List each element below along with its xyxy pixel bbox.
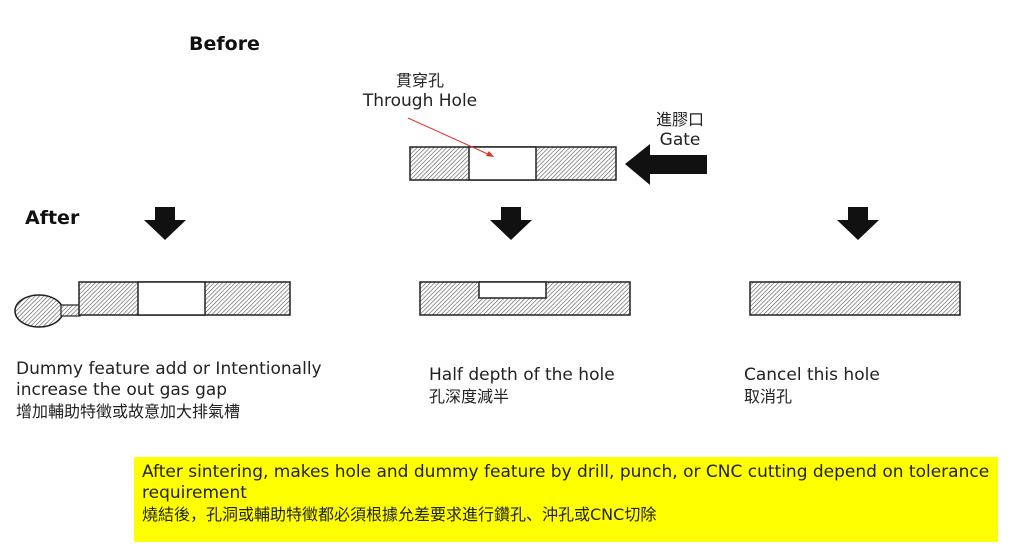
dummy-neck (60, 304, 81, 317)
process-note-cn: 燒結後，孔洞或輔助特徵都必須根據允差要求進行鑽孔、沖孔或CNC切除 (142, 505, 657, 524)
option-half-depth-en: Half depth of the hole (429, 365, 615, 385)
option-dummy-cn: 增加輔助特徵或故意加大排氣槽 (16, 402, 241, 421)
option-cancel-en: Cancel this hole (744, 365, 880, 385)
gate-label-en: Gate (659, 130, 701, 150)
down-arrow-left (144, 207, 186, 240)
down-arrow-middle (490, 207, 532, 240)
through-hole-label: 貫穿孔 Through Hole (340, 70, 500, 112)
option-dummy-en-1: Dummy feature add or Intentionally (16, 359, 322, 379)
after-bar-3 (749, 281, 961, 316)
option-cancel-cn: 取消孔 (744, 387, 793, 406)
through-hole-label-en: Through Hole (362, 91, 478, 111)
option-half-depth-cn: 孔深度減半 (429, 387, 510, 406)
option-cancel-caption: Cancel this hole 取消孔 (744, 365, 984, 407)
through-hole (468, 146, 537, 181)
process-note: After sintering, makes hole and dummy fe… (134, 457, 998, 542)
after-heading: After (25, 207, 80, 229)
gate-label: 進膠口 Gate (640, 109, 720, 151)
through-hole-label-cn: 貫穿孔 (395, 71, 444, 90)
option-dummy-caption: Dummy feature add or Intentionally incre… (16, 359, 376, 422)
gate-label-cn: 進膠口 (655, 110, 704, 129)
half-depth-hole (478, 281, 547, 299)
option-dummy-en-2: increase the out gas gap (16, 380, 228, 400)
dummy-feature (14, 294, 64, 328)
through-hole-pointer (407, 117, 494, 157)
option-half-depth-caption: Half depth of the hole 孔深度減半 (429, 365, 689, 407)
process-note-en: After sintering, makes hole and dummy fe… (142, 462, 990, 503)
through-hole-kept (137, 281, 206, 316)
after-part-half-depth (419, 281, 631, 316)
before-part (409, 146, 617, 181)
after-part-dummy (14, 281, 291, 328)
down-arrow-right (837, 207, 879, 240)
gate-arrow (625, 144, 707, 185)
before-heading: Before (189, 33, 260, 55)
after-part-no-hole (749, 281, 961, 316)
